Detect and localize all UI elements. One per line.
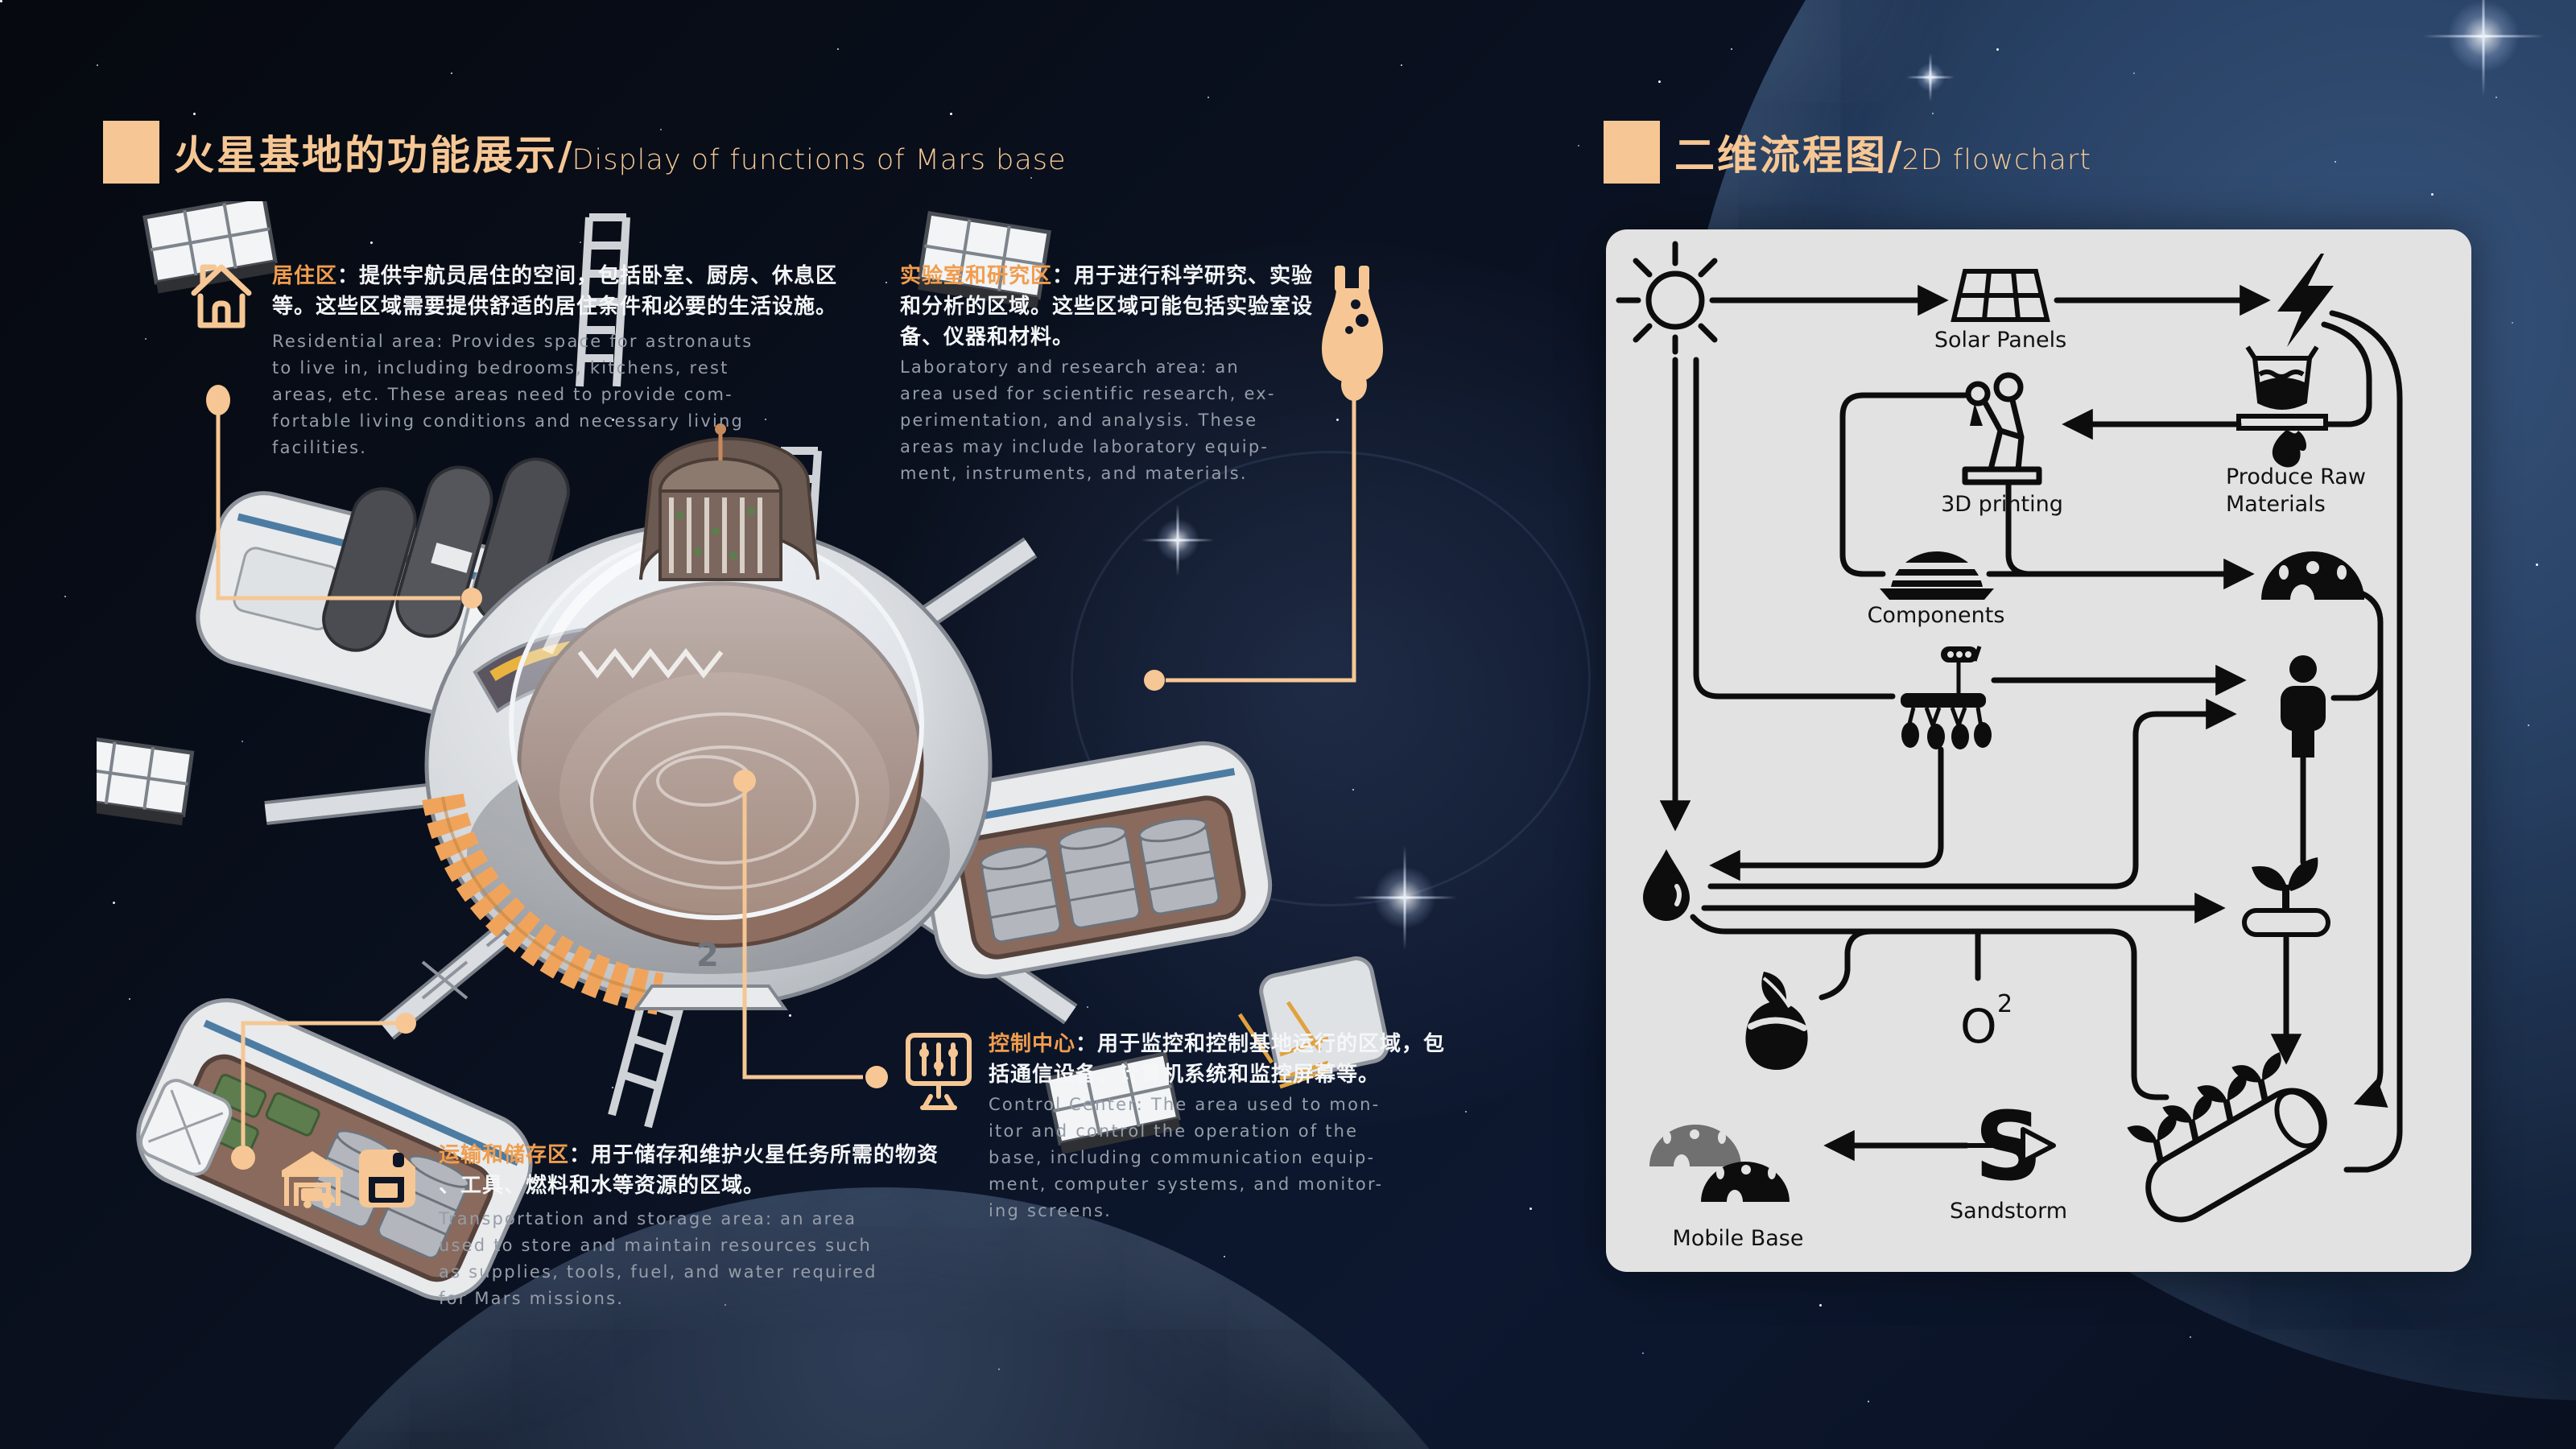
robot-arm-icon xyxy=(1962,372,2042,485)
house-icon xyxy=(191,264,252,328)
components-label: Components xyxy=(1868,603,2005,628)
habitat-dome-icon xyxy=(2261,551,2364,600)
left-title-en: Display of functions of Mars base xyxy=(572,144,1067,176)
svg-text:2: 2 xyxy=(696,937,719,974)
star-flare-icon xyxy=(2423,0,2544,97)
storage-canister-icon xyxy=(359,1150,415,1208)
mobile-base-icon xyxy=(1649,1125,1790,1202)
laboratory-module xyxy=(917,741,1273,979)
astronaut-person-icon xyxy=(2281,655,2326,758)
right-title-sep: / xyxy=(1888,134,1902,179)
laboratory-heading: 实验室和研究区 xyxy=(900,264,1053,288)
furnace-icon xyxy=(2236,345,2328,468)
right-title-en: 2D flowchart xyxy=(1901,144,2091,176)
sprout-icon xyxy=(2242,857,2330,937)
printing-label: 3D printing xyxy=(1941,492,2063,517)
left-title: 火星基地的功能展示/Display of functions of Mars b… xyxy=(103,119,1067,185)
transport-heading: 运输和储存区 xyxy=(439,1143,570,1167)
left-title-text: 火星基地的功能展示/Display of functions of Mars b… xyxy=(174,123,1067,181)
solar-panel-icon xyxy=(97,201,1181,1154)
rover-icon xyxy=(1901,646,1992,749)
produce-raw-label-line1: Produce Raw xyxy=(2226,464,2366,489)
left-title-sep: / xyxy=(558,134,572,179)
star-flare-icon xyxy=(1352,845,1457,950)
transport-zh-text: 运输和储存区：用于储存和维护火星任务所需的物资 、工具、燃料和水等资源的区域。 xyxy=(439,1140,986,1201)
storage-module xyxy=(136,998,533,1301)
greenhouse-sprouts xyxy=(2127,1051,2281,1162)
transport-en-text: Transportation and storage area: an area… xyxy=(439,1209,877,1308)
right-title: 二维流程图/2D flowchart xyxy=(1604,119,2091,185)
oxygen-superscript: 2 xyxy=(1997,990,2013,1018)
star-flare-icon xyxy=(1906,53,1955,101)
food-icon xyxy=(1745,972,1808,1070)
sandstorm-icon: S xyxy=(1963,1091,2056,1202)
flowchart-panel: Solar Panels Produce Raw Materials xyxy=(1606,229,2471,1272)
produce-raw-label-line2: Materials xyxy=(2226,492,2326,517)
water-droplet-icon xyxy=(1643,849,1690,921)
right-title-text: 二维流程图/2D flowchart xyxy=(1674,123,2091,181)
outpost-module xyxy=(1237,956,1389,1089)
flow-connectors xyxy=(1659,284,2403,1173)
sun-icon xyxy=(1616,241,1735,355)
mobile-base-label: Mobile Base xyxy=(1673,1226,1804,1251)
energy-bolt-icon xyxy=(2277,254,2334,347)
control-heading: 控制中心 xyxy=(989,1032,1076,1056)
residential-heading: 居住区 xyxy=(272,264,338,288)
solar-panel-node-icon xyxy=(1951,269,2050,322)
residential-zh-body: ：提供宇航员居住的空间，包括卧室、厨房、休息区 等。这些区域需要提供舒适的居住条… xyxy=(272,264,838,319)
solar-panels-label: Solar Panels xyxy=(1934,328,2066,353)
laboratory-zh-body: ：用于进行科学研究、实验 和分析的区域。这些区域可能包括实验室设 备、仪器和材料… xyxy=(900,264,1314,349)
components-icon xyxy=(1880,551,1994,600)
control-en-text: Control Center: The area used to mon- it… xyxy=(989,1095,1384,1220)
laboratory-en-text: Laboratory and research area: an area us… xyxy=(900,357,1276,483)
right-title-zh: 二维流程图 xyxy=(1674,132,1888,179)
control-monitor-icon xyxy=(906,1033,972,1110)
residential-zh-text: 居住区：提供宇航员居住的空间，包括卧室、厨房、休息区 等。这些区域需要提供舒适的… xyxy=(272,261,932,322)
transport-zh-body: ：用于储存和维护火星任务所需的物资 、工具、燃料和水等资源的区域。 xyxy=(439,1143,939,1198)
control-zh-body: ：用于监控和控制基地运行的区域，包 括通信设备、计算机系统和监控屏幕等。 xyxy=(989,1032,1446,1087)
title-square-icon xyxy=(103,121,159,184)
sandstorm-label: Sandstorm xyxy=(1950,1199,2067,1224)
control-zh-text: 控制中心：用于监控和控制基地运行的区域，包 括通信设备、计算机系统和监控屏幕等。 xyxy=(989,1029,1488,1090)
laboratory-zh-text: 实验室和研究区：用于进行科学研究、实验 和分析的区域。这些区域可能包括实验室设 … xyxy=(900,261,1351,353)
title-square-icon xyxy=(1604,121,1660,184)
oxygen-label: O xyxy=(1960,999,1997,1054)
flask-icon xyxy=(1322,266,1383,383)
left-title-zh: 火星基地的功能展示 xyxy=(174,132,558,179)
residential-en-text: Residential area: Provides space for ast… xyxy=(272,332,753,457)
starfield-layer2 xyxy=(0,0,2,2)
flowchart-svg: Solar Panels Produce Raw Materials xyxy=(1616,241,2403,1251)
greenhouse-icon xyxy=(2127,1051,2327,1223)
warehouse-truck-icon xyxy=(282,1151,343,1208)
